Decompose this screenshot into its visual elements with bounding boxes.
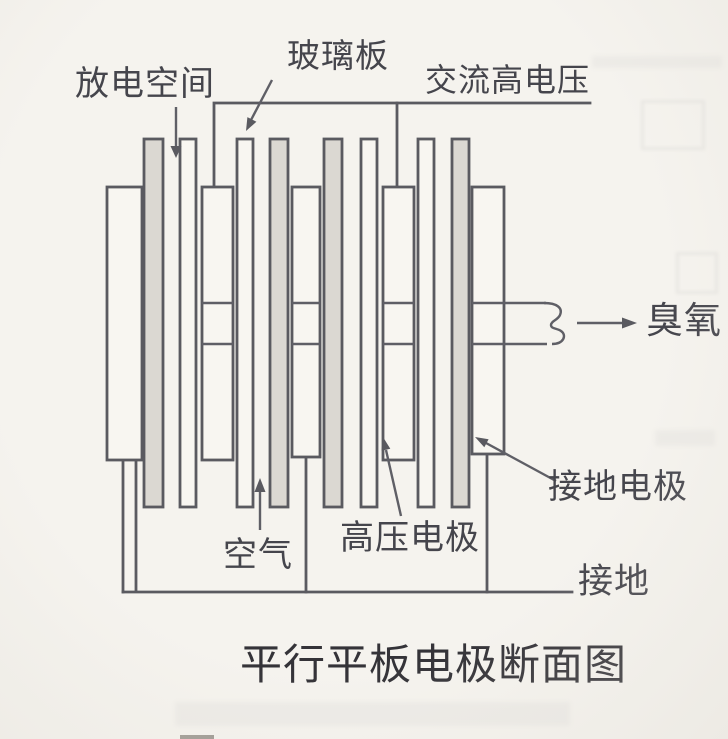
hv-electrode-arrow-shaft <box>384 449 403 517</box>
glass-plate-7 <box>416 137 436 509</box>
figure-title: 平行平板电极断面图 <box>240 643 628 689</box>
glass-plate-arrow-head <box>246 117 257 131</box>
ground-electrode-arrow-shaft <box>485 441 557 483</box>
scan-edge-artifact <box>180 735 214 739</box>
label-discharge-space: 放电空间 <box>75 66 215 103</box>
ac-bus-line <box>212 101 592 189</box>
glass-plate-6 <box>359 137 379 509</box>
glass-plate-arrow-shaft <box>249 79 274 121</box>
ground-electrode-arrow-head <box>475 437 489 448</box>
label-glass-plate: 玻璃板 <box>287 39 389 75</box>
label-air: 空气 <box>223 537 293 574</box>
ground-electrode-plate-3 <box>470 185 506 456</box>
air-arrow-head <box>254 478 266 492</box>
glass-plate-shaded-1 <box>142 137 165 509</box>
glass-plate-shaded-5 <box>322 137 344 509</box>
glass-plate-shaded-8 <box>450 137 471 509</box>
glass-plate-2 <box>178 137 198 509</box>
ground-electrode-plate-2 <box>290 185 322 459</box>
hv-electrode-plate-2 <box>381 185 416 462</box>
label-ground-electrode: 接地电极 <box>548 469 688 506</box>
glass-plate-shaded-4 <box>268 137 290 509</box>
label-ozone: 臭氧 <box>646 301 722 342</box>
label-ground: 接地 <box>578 562 651 601</box>
hv-electrode-arrow-head <box>381 437 391 451</box>
ground-electrode-plate-1 <box>105 185 144 462</box>
glass-plate-3 <box>235 137 255 509</box>
label-hv-electrode: 高压电极 <box>340 520 480 557</box>
ozone-arrow-head <box>622 317 637 329</box>
discharge-space-arrow-head <box>170 146 182 158</box>
pipe-break-symbol <box>543 301 566 346</box>
hv-electrode-plate-1 <box>200 185 235 462</box>
label-ac-high-voltage: 交流高电压 <box>425 62 591 98</box>
